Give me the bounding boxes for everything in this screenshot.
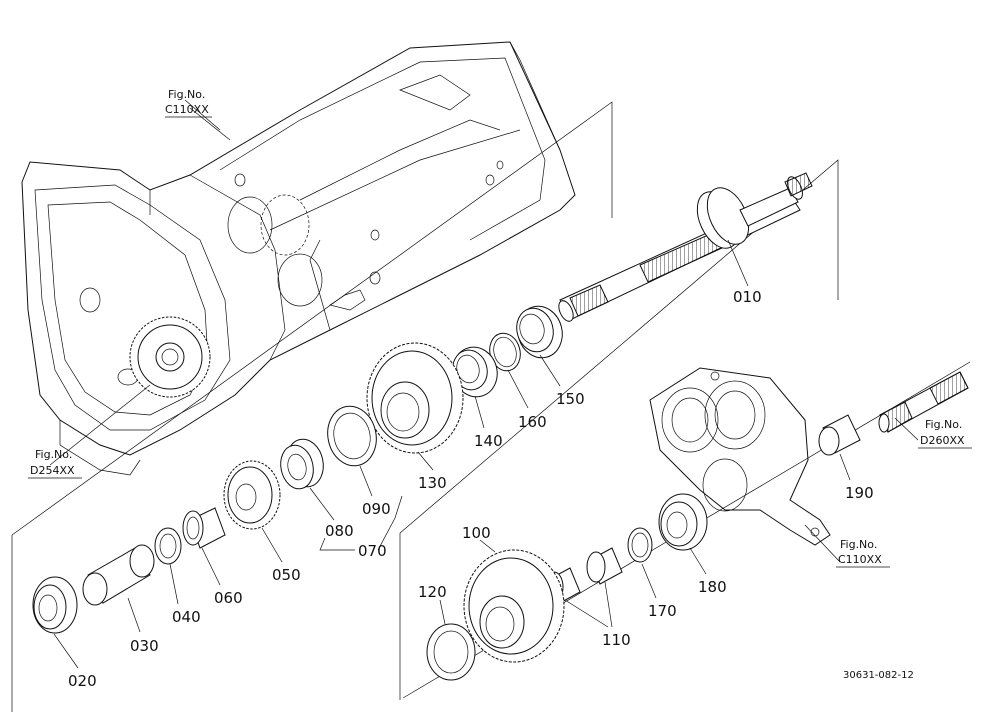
gear-100 xyxy=(463,549,565,663)
drawing-code: 30631-082-12 xyxy=(843,670,914,681)
sleeve-120 xyxy=(426,623,476,681)
fig-ref-top[interactable]: Fig.No. C110XX xyxy=(165,88,212,118)
part-label-150: 150 xyxy=(556,390,585,408)
cover-housing xyxy=(649,367,831,546)
leader-lines xyxy=(49,99,919,669)
part-label-100: 100 xyxy=(462,524,491,542)
gear-130 xyxy=(366,342,464,454)
part-label-140: 140 xyxy=(474,432,503,450)
fig-ref-left-prefix: Fig.No. xyxy=(35,448,72,461)
fig-ref-bottom-code: C110XX xyxy=(838,553,882,566)
part-label-060: 060 xyxy=(214,589,243,607)
part-label-190: 190 xyxy=(845,484,874,502)
part-label-170: 170 xyxy=(648,602,677,620)
part-label-070: 070 xyxy=(358,542,387,560)
part-label-080: 080 xyxy=(325,522,354,540)
sleeve-090 xyxy=(327,405,377,467)
fig-ref-top-prefix: Fig.No. xyxy=(168,88,205,101)
bearing-180 xyxy=(658,493,708,551)
collar-190 xyxy=(818,414,861,456)
gear-050 xyxy=(223,460,281,530)
washer-040 xyxy=(154,527,182,565)
part-label-050: 050 xyxy=(272,566,301,584)
fig-ref-bottom[interactable]: Fig.No. C110XX xyxy=(836,538,890,568)
bearing-150 xyxy=(516,305,563,359)
part-label-040: 040 xyxy=(172,608,201,626)
bearing-020 xyxy=(32,576,78,634)
main-shaft xyxy=(558,172,813,322)
part-label-090: 090 xyxy=(362,500,391,518)
snap-ring-160 xyxy=(489,332,521,372)
transmission-housing xyxy=(21,41,576,476)
part-label-130: 130 xyxy=(418,474,447,492)
part-label-120: 120 xyxy=(418,583,447,601)
output-shaft xyxy=(878,371,969,433)
housing-gear xyxy=(129,316,211,398)
part-labels: 010 150 160 140 130 090 080 070 050 060 … xyxy=(68,288,874,690)
hub-080 xyxy=(280,438,324,490)
part-label-180: 180 xyxy=(698,578,727,596)
fig-ref-bottom-prefix: Fig.No. xyxy=(840,538,877,551)
snap-ring-170 xyxy=(627,527,653,563)
sleeve-030 xyxy=(82,544,155,606)
part-label-020: 020 xyxy=(68,672,97,690)
fig-ref-right[interactable]: Fig.No. D260XX xyxy=(918,418,972,449)
part-label-110: 110 xyxy=(602,631,631,649)
fig-ref-right-code: D260XX xyxy=(920,434,965,447)
fig-ref-left-code: D254XX xyxy=(30,464,75,477)
fig-ref-right-prefix: Fig.No. xyxy=(925,418,962,431)
part-label-030: 030 xyxy=(130,637,159,655)
part-label-010: 010 xyxy=(733,288,762,306)
collar-140 xyxy=(452,346,498,398)
needle-bearing-060 xyxy=(182,507,226,549)
fig-ref-left[interactable]: Fig.No. D254XX xyxy=(28,448,82,479)
fig-ref-top-code: C110XX xyxy=(165,103,209,116)
part-label-160: 160 xyxy=(518,413,547,431)
